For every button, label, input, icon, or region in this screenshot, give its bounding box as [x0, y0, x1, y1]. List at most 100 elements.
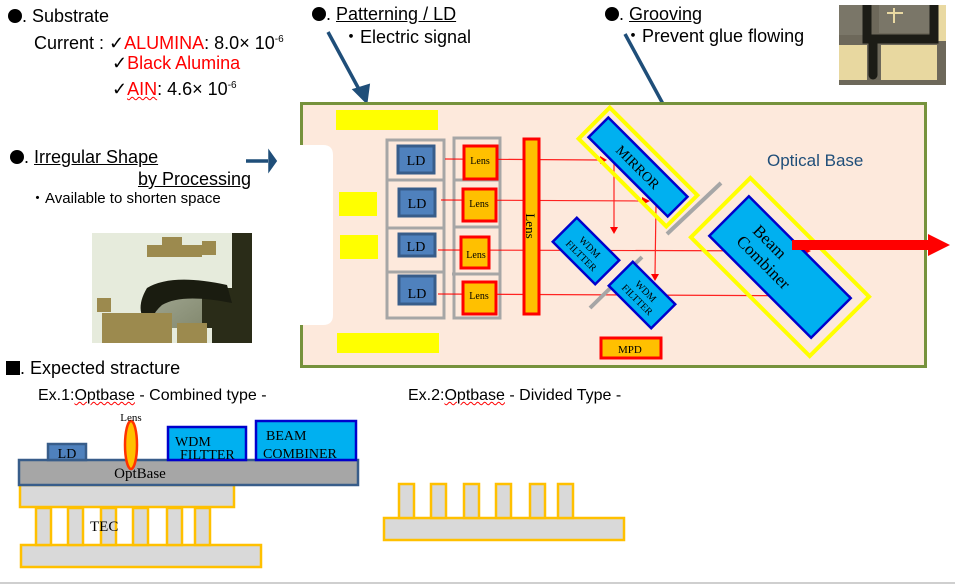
pad	[337, 333, 439, 353]
irregular-shape-photo	[92, 233, 252, 343]
patterning-title: . Patterning / LD	[312, 4, 456, 24]
optbase	[17, 458, 360, 487]
ld-label: LD	[407, 240, 426, 255]
lens	[461, 280, 498, 316]
mirror: MIRROR	[575, 104, 701, 230]
pad	[339, 192, 377, 216]
substrate-black-alumina-row: ✓Black Alumina	[112, 53, 240, 73]
lens-label: Lens	[469, 199, 489, 210]
groove-line	[665, 181, 723, 236]
wdm-label: FILTTER	[180, 448, 235, 463]
lens-ellipse	[123, 419, 139, 471]
ld-label: LD	[407, 154, 426, 169]
ain-exp: -6	[227, 80, 237, 91]
lens-label: Lens	[120, 412, 141, 424]
ex2-diagram	[382, 482, 626, 542]
check-icon: ✓	[112, 53, 128, 73]
grooving-title: . Grooving	[605, 4, 702, 24]
optbase-label: OptBase	[114, 466, 166, 482]
irregular-title-line2: by Processing	[138, 169, 252, 189]
grooving-photo	[839, 5, 946, 85]
ld-chip	[397, 232, 437, 258]
ld-group: LD LD LD LD	[396, 144, 437, 306]
lens	[462, 144, 499, 181]
alumina-base: 10	[249, 33, 275, 53]
irregular-note: ・Available to shorten space	[30, 190, 221, 207]
substrate-title: . Substrate	[8, 6, 109, 26]
substrate-ain: AIN	[127, 79, 158, 99]
expected-title-text: Expected stracture	[30, 358, 181, 378]
output-beam	[792, 240, 928, 250]
check-icon: ✓	[109, 33, 125, 53]
alumina-value: : 8.0	[204, 33, 240, 53]
ld-chip	[397, 274, 437, 306]
long-lens-label: Lens	[523, 213, 538, 238]
ld-label: LD	[408, 287, 427, 302]
ex2-optbase-word: Optbase	[444, 387, 505, 404]
bullet-icon	[312, 7, 326, 21]
current-label: Current :	[34, 33, 105, 53]
dot-bullet: ・	[342, 27, 360, 47]
lens	[459, 235, 491, 270]
lens-label: Lens	[469, 291, 489, 302]
beam-label: COMBINER	[263, 447, 338, 462]
lens-label: Lens	[466, 250, 486, 261]
times-sign: ×	[192, 79, 203, 99]
lens	[461, 187, 498, 223]
irregular-arrow-head	[268, 148, 278, 174]
ex1-prefix: Ex.1:	[38, 387, 75, 404]
grooving-note-text: Prevent glue flowing	[642, 26, 805, 46]
alumina-exp: -6	[274, 34, 284, 45]
bullet-icon	[605, 7, 619, 21]
square-bullet-icon	[6, 361, 20, 375]
irregular-title-line1: Irregular Shape	[34, 147, 159, 167]
ain-value: : 4.6	[157, 79, 193, 99]
output-arrow-head	[928, 234, 950, 256]
irregular-cutout	[300, 145, 333, 325]
mpd	[599, 336, 663, 360]
ld-label: LD	[408, 197, 427, 212]
tec-pillars	[397, 482, 575, 520]
ld-chip	[396, 144, 436, 175]
substrate-ain-row: ✓AIN: 4.6× 10-6	[112, 76, 237, 99]
ex2-prefix: Ex.2:	[408, 387, 445, 404]
ex1-title: Ex.1:Optbase - Combined type -	[38, 387, 267, 405]
check-icon: ✓	[112, 79, 128, 99]
pad	[340, 235, 378, 259]
ex2-suffix: - Divided Type -	[504, 387, 622, 404]
patterning-note: ・Electric signal	[342, 27, 471, 47]
lens-group: Lens Lens Lens Lens	[459, 144, 499, 316]
substrate-title-text: Substrate	[32, 6, 110, 26]
dot-bullet: ・	[30, 190, 46, 207]
long-lens	[522, 137, 541, 316]
bullet-icon	[10, 150, 24, 164]
wdm-label: WDM	[175, 435, 211, 450]
tec-label: TEC	[90, 519, 118, 535]
wdm-filter: WDM FILTTER	[606, 259, 678, 331]
wdm-block	[166, 425, 248, 462]
irregular-title: . Irregular Shape	[10, 147, 158, 167]
ld-chip	[397, 187, 437, 218]
patterning-arrow-head	[351, 83, 371, 105]
tec-bottom-plate	[19, 543, 263, 569]
lens-label: Lens	[470, 156, 490, 167]
substrate-alumina: ALUMINA	[124, 33, 205, 53]
ex1-optbase-word: Optbase	[74, 387, 135, 404]
patterning-title-text: Patterning / LD	[336, 4, 457, 24]
times-sign: ×	[239, 33, 250, 53]
slide-bottom-border	[0, 582, 955, 584]
ex1-diagram: TEC OptBase LD Lens WDM FILTTER BEAM COM…	[17, 412, 360, 569]
patterning-arrow	[326, 31, 363, 94]
tec-bottom-plate	[382, 516, 626, 542]
optical-base-diagram: LD LD LD LD Lens Lens Lens Lens Lens MIR…	[300, 102, 950, 368]
tec-top-plate	[18, 483, 236, 509]
ex2-title: Ex.2:Optbase - Divided Type -	[408, 387, 621, 405]
tec-pillars	[34, 506, 212, 547]
mpd-label: MPD	[618, 344, 642, 356]
bullet-icon	[8, 9, 22, 23]
beam-combiner-block	[254, 419, 358, 462]
ld-block	[46, 442, 88, 462]
beam-combiner: Beam Combiner	[688, 175, 872, 359]
expected-title: . Expected stracture	[6, 358, 180, 378]
optical-base-label: Optical Base	[767, 151, 863, 170]
